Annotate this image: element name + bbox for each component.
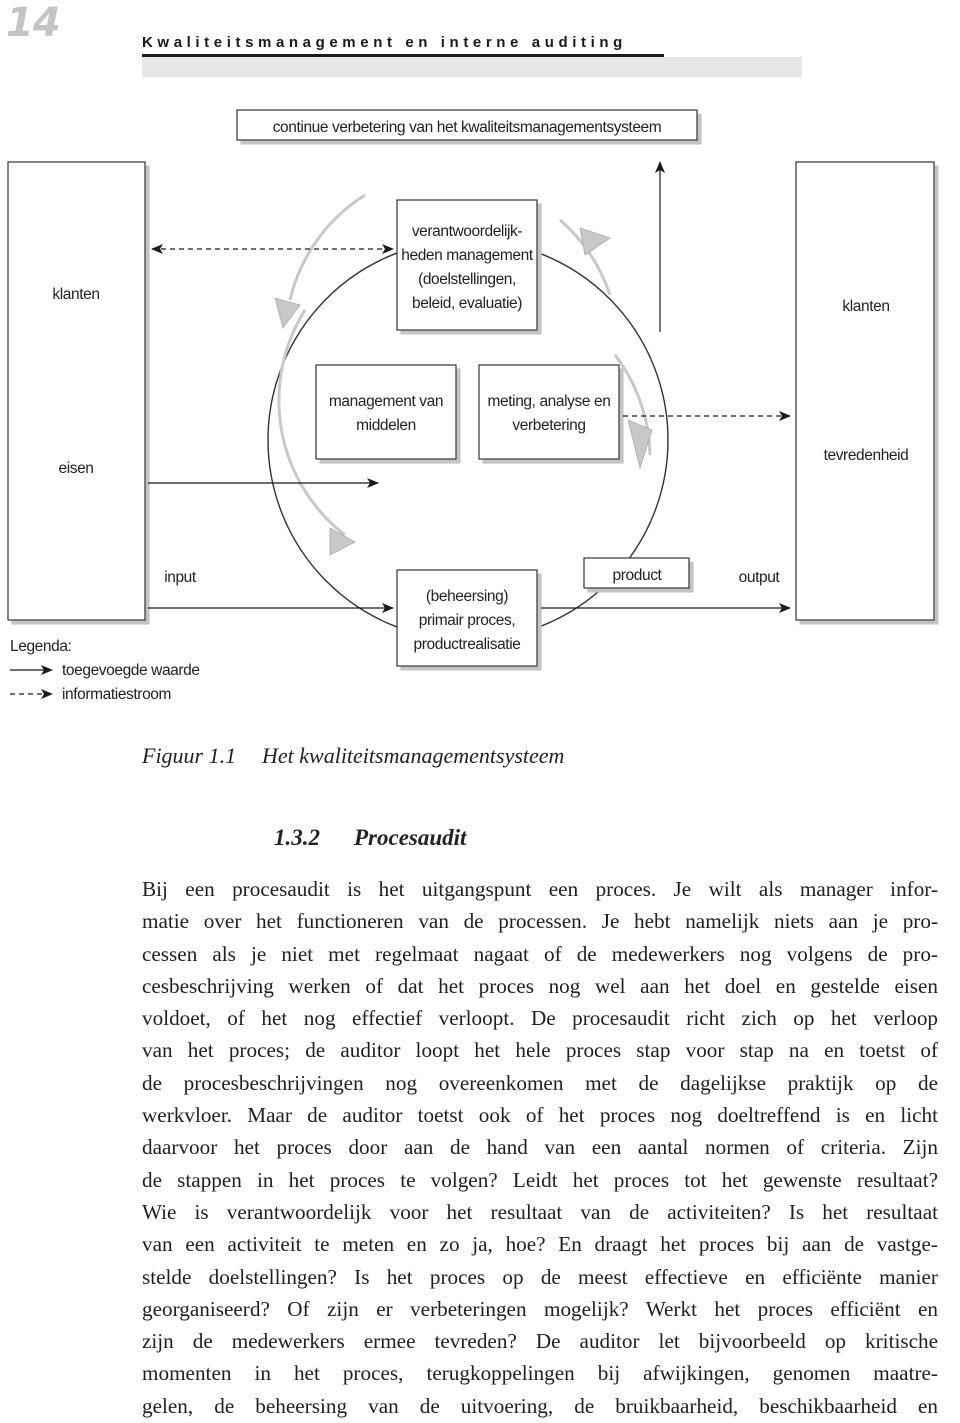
- body-line: daarvoor het proces door aan de hand van…: [142, 1135, 938, 1160]
- box-product-label: product: [613, 567, 663, 584]
- body-line: matie over het functioneren van de proce…: [142, 909, 938, 934]
- box-management-line-3: (doelstellingen,: [418, 271, 516, 288]
- figure-number: Figuur 1.1: [142, 743, 237, 768]
- box-primair-line-2: primair proces,: [419, 612, 516, 629]
- box-management-line-2: heden management: [401, 247, 534, 264]
- box-primair-line-1: (beheersing): [426, 588, 508, 605]
- body-line: Wie is verantwoordelijk voor het resulta…: [142, 1199, 938, 1224]
- box-primair-line-3: productrealisatie: [414, 636, 521, 653]
- figure-title: Het kwaliteitsmanagementsysteem: [262, 743, 565, 768]
- body-line: de procesbeschrijvingen nog overeenkomen…: [142, 1070, 938, 1095]
- top-banner: continue verbetering van het kwaliteitsm…: [236, 109, 698, 141]
- cycle-arrows: [277, 193, 652, 537]
- legend-solid-label: toegevoegde waarde: [62, 662, 200, 679]
- body-line: stelde doelstellingen? Is het proces op …: [142, 1264, 938, 1289]
- figure-caption: Figuur 1.1 Het kwaliteitsmanagementsyste…: [142, 743, 564, 769]
- body-line: cesbeschrijving werken of dat het proces…: [142, 973, 938, 998]
- box-primary-process: (beheersing) primair proces, productreal…: [396, 569, 538, 667]
- body-line: momenten in het proces, terugkoppelingen…: [142, 1361, 938, 1386]
- page-number: 14: [6, 0, 61, 46]
- output-label: output: [739, 569, 781, 586]
- box-management-responsibility: verantwoordelijk- heden management (doel…: [396, 199, 538, 331]
- box-middelen-line-1: management van: [329, 393, 443, 410]
- legend-title: Legenda:: [10, 638, 71, 655]
- header-band: [142, 57, 802, 77]
- right-tevredenheid-label: tevredenheid: [824, 447, 909, 464]
- legend-dashed-label: informatiestroom: [62, 686, 171, 703]
- left-klanten-label: klanten: [52, 286, 99, 303]
- body-line: georganiseerd? Of zijn er verbeteringen …: [142, 1296, 938, 1321]
- box-middelen-line-2: middelen: [356, 417, 416, 434]
- body-line: gelen, de beheersing van de uitvoering, …: [142, 1393, 938, 1418]
- header-rule: [142, 54, 664, 59]
- quality-management-diagram: continue verbetering van het kwaliteitsm…: [7, 109, 935, 703]
- right-klanten-label: klanten: [842, 298, 889, 315]
- running-header: Kwaliteitsmanagement en interne auditing: [142, 34, 627, 51]
- body-line: van het proces; de auditor loopt het hel…: [142, 1038, 938, 1063]
- body-line: van een activiteit te meten en zo ja, ho…: [142, 1232, 938, 1257]
- box-management-line-1: verantwoordelijk-: [412, 223, 523, 240]
- body-text: Bij een procesaudit is het uitgangspunt …: [142, 873, 938, 1422]
- section-heading: 1.3.2 Procesaudit: [274, 825, 466, 851]
- box-meting-line-2: verbetering: [512, 417, 585, 434]
- body-line: cessen als je niet met regelmaat nagaat …: [142, 941, 938, 966]
- top-banner-label: continue verbetering van het kwaliteitsm…: [273, 119, 662, 136]
- right-client-column: klanten tevredenheid: [795, 161, 935, 621]
- body-line: werkvloer. Maar de auditor toetst ook of…: [142, 1103, 938, 1128]
- section-number: 1.3.2: [274, 825, 320, 850]
- left-eisen-label: eisen: [58, 460, 93, 477]
- box-resource-management: management van middelen: [315, 364, 457, 460]
- left-client-column: klanten eisen: [7, 161, 146, 621]
- body-line: zijn de medewerkers ermee tevreden? De a…: [142, 1329, 938, 1354]
- body-line: voldoet, of het nog effectief verloopt. …: [142, 1006, 938, 1031]
- legend: Legenda: toegevoegde waarde informatiest…: [10, 638, 200, 703]
- box-meting-line-1: meting, analyse en: [488, 393, 611, 410]
- body-line: de stappen in het proces te volgen? Leid…: [142, 1167, 938, 1192]
- cycle-arrowheads: [274, 227, 653, 556]
- input-label: input: [164, 569, 197, 586]
- body-line: Bij een procesaudit is het uitgangspunt …: [142, 877, 938, 901]
- box-measurement-analysis: meting, analyse en verbetering: [478, 364, 620, 460]
- section-title: Procesaudit: [354, 825, 467, 850]
- box-management-line-4: beleid, evaluatie): [412, 295, 522, 312]
- box-product: product: [583, 557, 690, 589]
